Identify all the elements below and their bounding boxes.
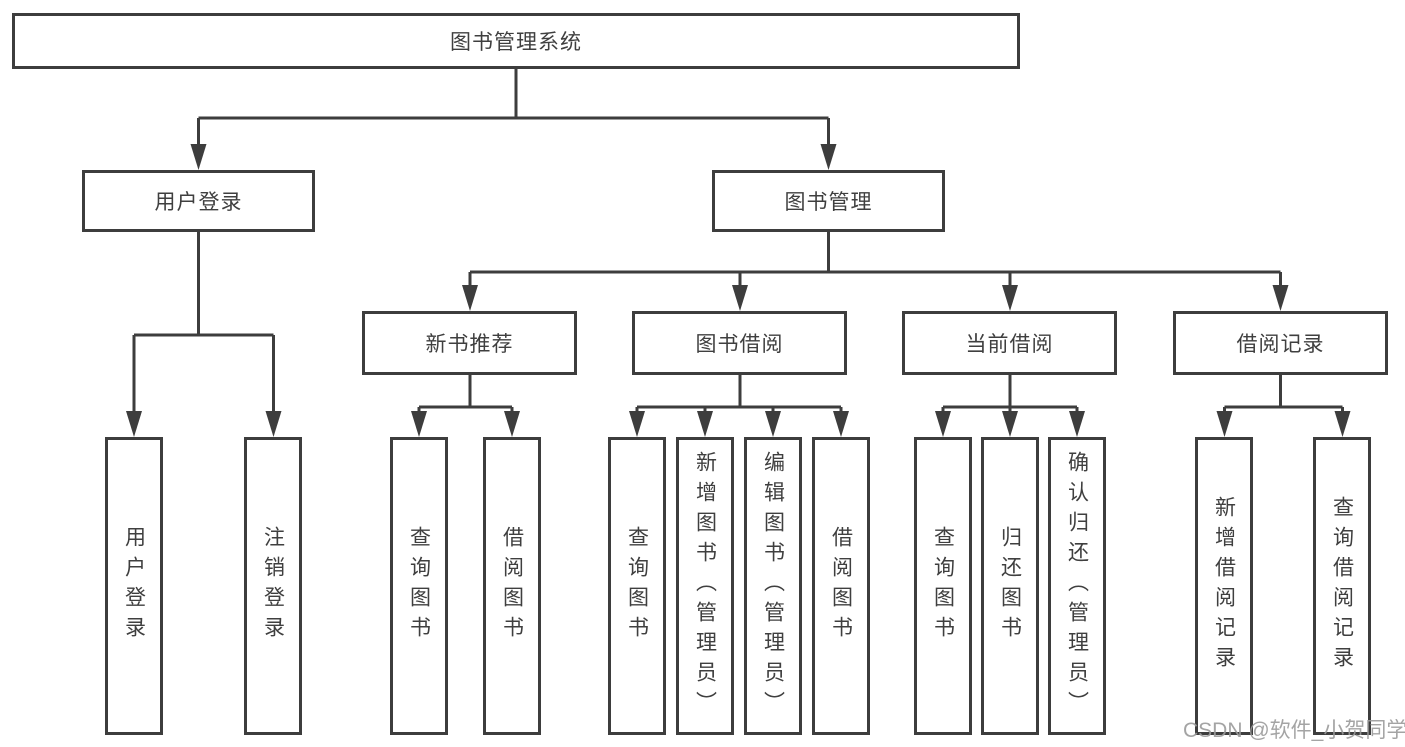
node-query-borrow-record: 查询借阅记录 [1313,437,1371,735]
node-user-login-branch: 用户登录 [82,170,315,232]
node-label: 注销登录 [261,526,285,646]
node-confirm-return-admin: 确认归还（管理员） [1048,437,1106,735]
node-add-books-admin: 新增图书（管理员） [676,437,734,735]
node-logout: 注销登录 [244,437,302,735]
node-label: 用户登录 [122,526,146,646]
connector-borrow-records-children [1216,375,1351,437]
node-label: 新增图书（管理员） [693,451,717,721]
node-label: 查询图书 [625,526,649,646]
connector-new-book-children [411,375,520,437]
node-label: 归还图书 [998,526,1022,646]
connector-book-borrow-children [629,375,849,437]
node-return-books: 归还图书 [981,437,1039,735]
node-library-management-system: 图书管理系统 [12,13,1020,69]
node-borrow-books-1: 借阅图书 [483,437,541,735]
connector-book-management-sections [462,232,1289,311]
node-query-books-2: 查询图书 [608,437,666,735]
node-label: 借阅记录 [1236,333,1325,356]
node-edit-books-admin: 编辑图书（管理员） [744,437,802,735]
node-label: 查询借阅记录 [1330,496,1354,676]
node-label: 当前借阅 [965,333,1054,356]
node-label: 借阅图书 [829,526,853,646]
node-label: 借阅图书 [500,526,524,646]
node-label: 新书推荐 [425,333,514,356]
node-current-borrow: 当前借阅 [902,311,1117,375]
node-label: 新增借阅记录 [1212,496,1236,676]
node-label: 图书管理 [784,191,873,214]
node-book-borrow: 图书借阅 [632,311,847,375]
connector-root-to-level2 [190,67,837,170]
node-query-books-3: 查询图书 [914,437,972,735]
node-label: 编辑图书（管理员） [761,451,785,721]
node-add-borrow-record: 新增借阅记录 [1195,437,1253,735]
node-query-books-1: 查询图书 [390,437,448,735]
node-borrow-books-2: 借阅图书 [812,437,870,735]
node-label: 确认归还（管理员） [1065,451,1089,721]
node-book-management-branch: 图书管理 [712,170,945,232]
connector-current-borrow-children [935,375,1085,437]
node-borrow-records: 借阅记录 [1173,311,1388,375]
node-user-login: 用户登录 [105,437,163,735]
connector-user-login-children [126,232,282,437]
node-label: 用户登录 [154,191,243,214]
node-label: 图书管理系统 [450,31,582,54]
node-new-book-recommend: 新书推荐 [362,311,577,375]
node-label: 查询图书 [407,526,431,646]
node-label: 查询图书 [931,526,955,646]
csdn-watermark: CSDN @软件_小贺同学 [1183,719,1405,742]
node-label: 图书借阅 [695,333,784,356]
